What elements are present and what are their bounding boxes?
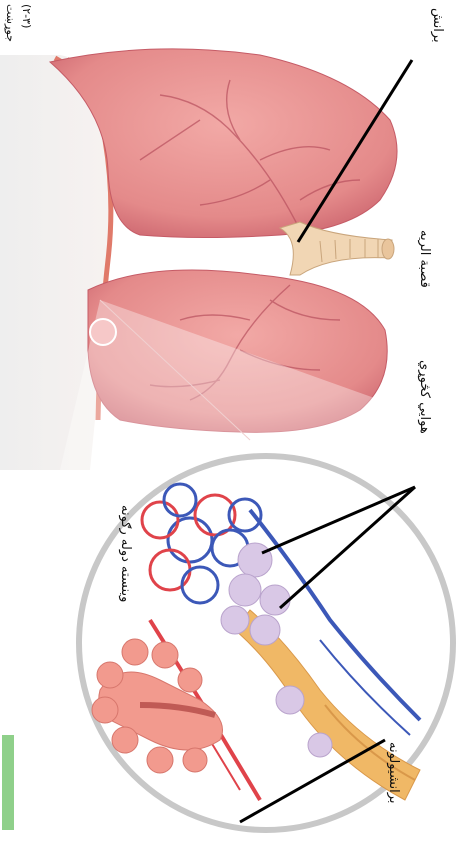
trachea-shape [280,222,394,275]
top-note-line1: (۲-۳) [20,4,33,28]
page-edge-tab [2,735,14,830]
label-bronchi: برانش [430,8,445,43]
label-bronchiole: برانشيولونه [386,742,401,804]
label-trachea: قصبة الريه [417,230,432,288]
label-capillaries: وينسته دوله رګونه [118,505,133,602]
top-note-line2: جوړښت [4,4,17,42]
zoom-origin-circle [90,319,116,345]
label-alveoli: هوايي كڅوړي [417,360,432,434]
